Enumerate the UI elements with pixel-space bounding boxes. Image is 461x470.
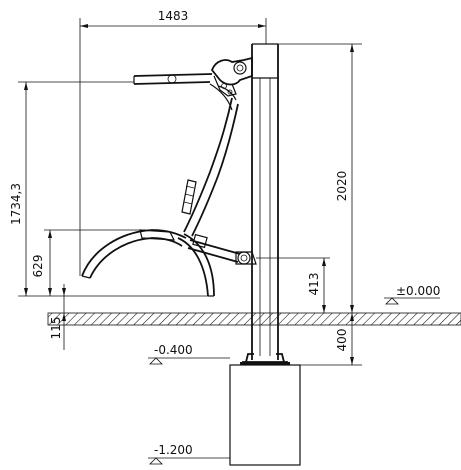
- dimension-label-width: 1483: [158, 9, 189, 23]
- dimension-swing-height: 1734,3: [9, 81, 210, 297]
- level-marker-ground: ±0.000: [384, 284, 440, 305]
- dimension-foundation-depth: 400: [300, 313, 362, 366]
- foundation-block: [229, 364, 301, 466]
- level-label-ground: ±0.000: [396, 284, 440, 298]
- dimension-width-top: 1483: [79, 9, 267, 276]
- lower-link-bar: [187, 233, 257, 265]
- dimension-label-clearance: 115: [49, 317, 63, 340]
- footrest-pad: [181, 179, 197, 215]
- dimension-label-seat-height: 629: [31, 255, 45, 278]
- level-marker-foundation-top: -0.400: [148, 343, 230, 365]
- swing-arm: [183, 83, 239, 237]
- seat-frame: [81, 229, 215, 297]
- dimension-seat-height: 629: [31, 229, 146, 296]
- dimension-ground-clearance: 115: [49, 284, 66, 350]
- level-label-foundation-top: -0.400: [154, 343, 193, 357]
- dimension-label-axle-height: 413: [307, 273, 321, 296]
- post-base-plate: [240, 353, 290, 365]
- dimension-label-foundation-depth: 400: [335, 329, 349, 352]
- level-label-foundation-bottom: -1.200: [154, 443, 193, 457]
- main-post: [251, 43, 279, 360]
- top-handle-bar: [133, 73, 213, 85]
- dimension-axle-height: 413: [256, 257, 330, 313]
- dimension-label-overall-height: 2020: [335, 171, 349, 202]
- top-pivot-assembly: [210, 56, 253, 97]
- ground-band: [47, 312, 461, 326]
- level-marker-foundation-bottom: -1.200: [148, 443, 230, 465]
- dimension-label-swing-height: 1734,3: [9, 183, 23, 225]
- dimension-overall-height: 2020: [278, 43, 362, 313]
